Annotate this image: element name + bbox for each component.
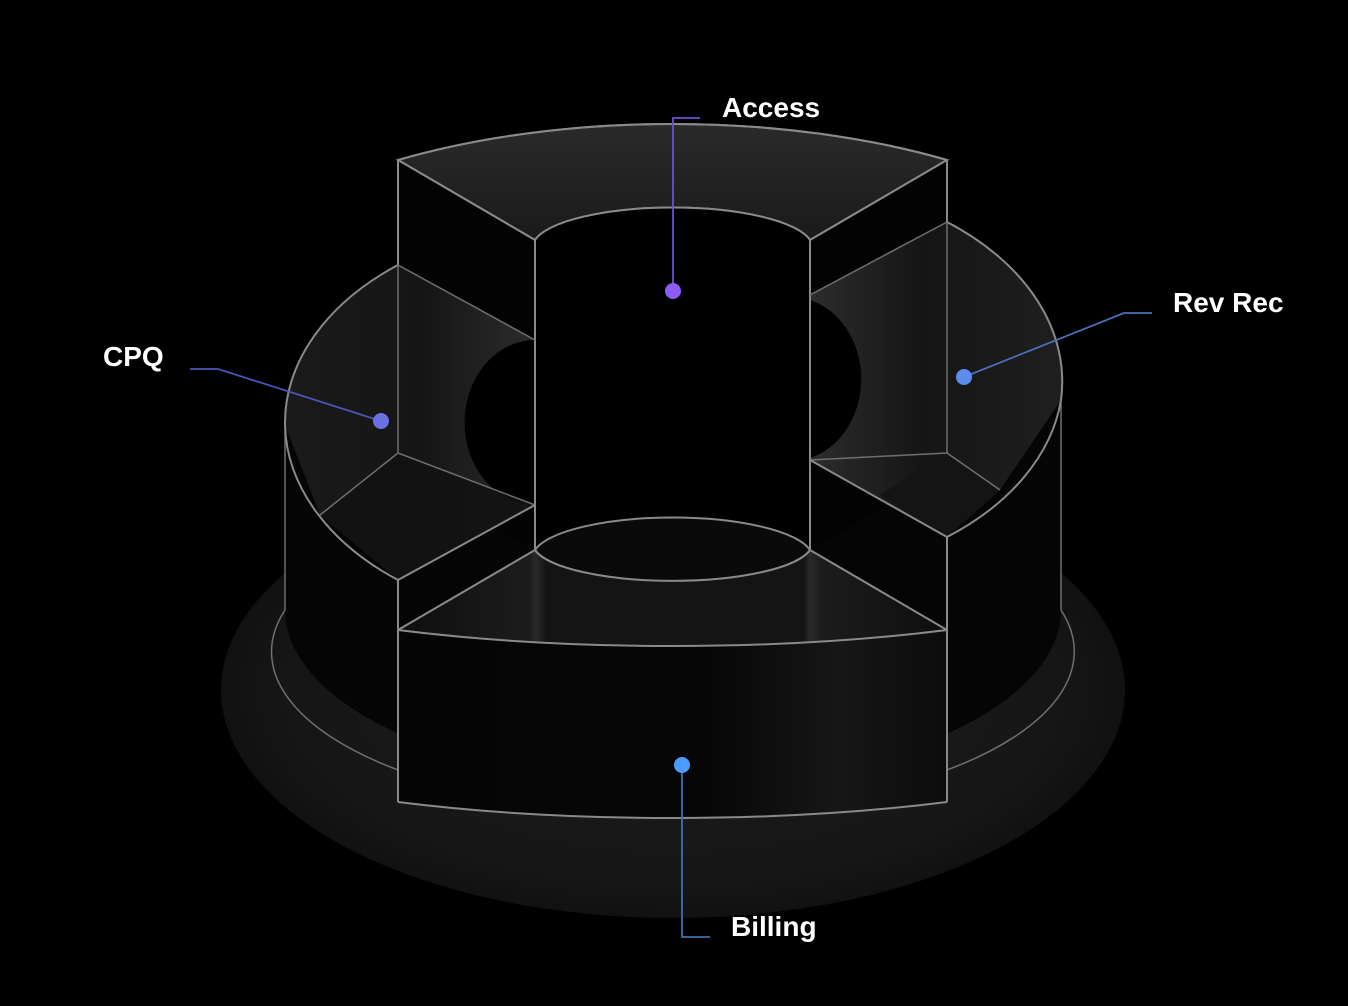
billing-top-face xyxy=(398,550,947,647)
access-label: Access xyxy=(722,92,820,123)
column-floor-ellipse xyxy=(535,517,810,581)
structure-edges xyxy=(270,122,1076,820)
access-marker xyxy=(665,283,681,299)
cpq-wing-inner xyxy=(464,340,535,505)
revrec-connector xyxy=(963,312,1152,378)
cpq-label: CPQ xyxy=(103,341,164,372)
access-connector xyxy=(672,117,700,291)
revrec-label: Rev Rec xyxy=(1173,287,1284,318)
billing-label: Billing xyxy=(731,911,817,942)
cpq-connector xyxy=(190,368,382,422)
revrec-wing-inner xyxy=(810,300,862,458)
billing-marker xyxy=(674,757,690,773)
revrec-wing-lower xyxy=(880,453,1000,537)
billing-connector xyxy=(681,765,710,938)
billing-front-face xyxy=(398,630,947,819)
access-inner-column xyxy=(535,207,810,581)
revrec-wing-face xyxy=(810,222,1063,537)
revrec-marker xyxy=(956,369,972,385)
cpq-marker xyxy=(373,413,389,429)
